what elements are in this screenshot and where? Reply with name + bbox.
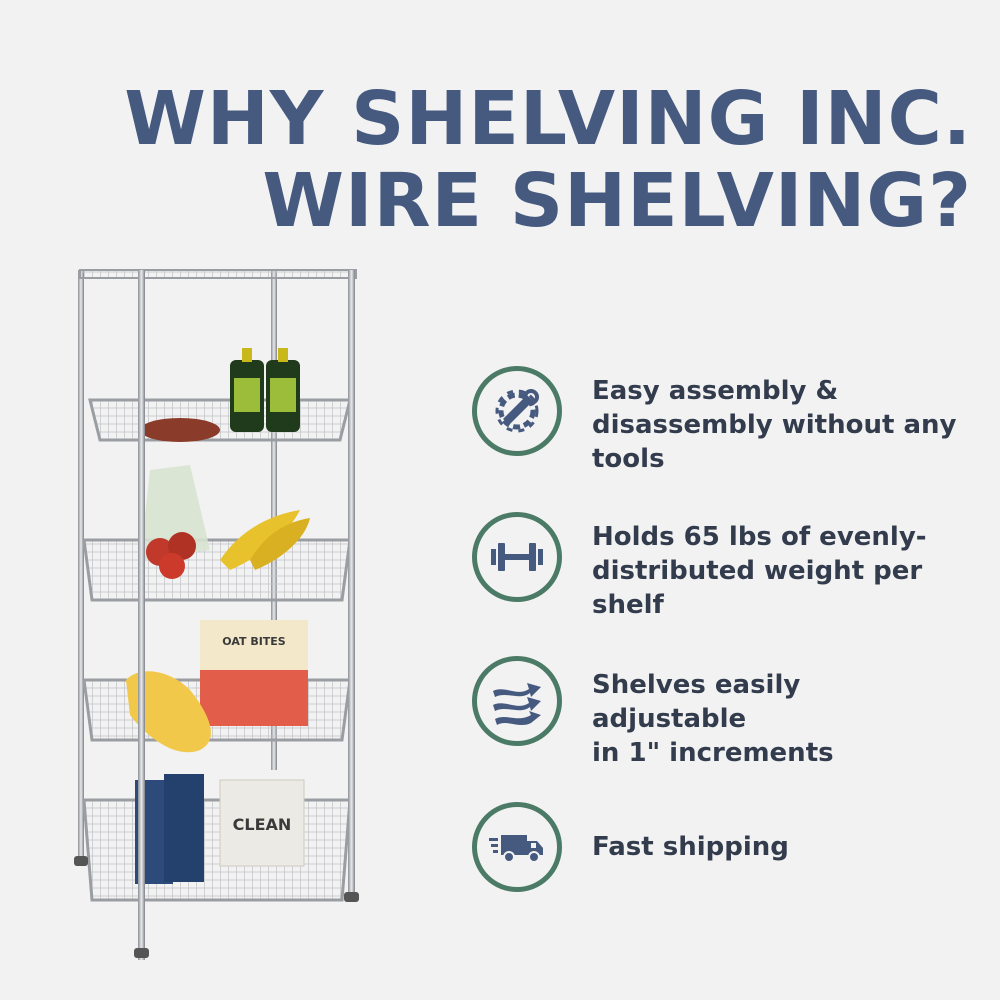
wire-shelving-unit-image: OAT BITES CLEAN	[74, 269, 359, 960]
feature-icon-ring	[472, 656, 562, 746]
feature-fast-shipping: Fast shipping	[470, 796, 970, 906]
headline-line-2: WIRE SHELVING?	[262, 158, 972, 244]
oat-bites-box-label: OAT BITES	[222, 635, 286, 648]
feature-line: tools	[592, 444, 665, 474]
dumbbell-icon	[491, 543, 543, 571]
feature-text: Holds 65 lbs of evenly- distributed weig…	[592, 520, 962, 622]
feature-line: Easy assembly &	[592, 376, 839, 406]
headline-line-1: WHY SHELVING INC.	[124, 76, 972, 162]
feature-easy-assembly: Easy assembly & disassembly without any …	[470, 360, 970, 474]
feature-line: in 1" increments	[592, 738, 834, 768]
feature-line: disassembly without any	[592, 410, 957, 440]
feature-line: distributed weight per	[592, 556, 923, 586]
feature-line: shelf	[592, 590, 664, 620]
feature-icon-ring	[472, 512, 562, 602]
delivery-truck-icon	[489, 835, 543, 863]
adjust-arrows-icon	[493, 683, 541, 725]
feature-icon-ring	[472, 366, 562, 456]
feature-line: Fast shipping	[592, 832, 789, 862]
feature-line: Shelves easily adjustable	[592, 670, 801, 734]
wrench-gear-icon	[495, 389, 539, 433]
feature-icon-ring	[472, 802, 562, 892]
feature-line: Holds 65 lbs of evenly-	[592, 522, 927, 552]
clean-box-label: CLEAN	[233, 815, 292, 834]
feature-adjustable: Shelves easily adjustable in 1" incremen…	[470, 650, 970, 768]
feature-text: Shelves easily adjustable in 1" incremen…	[592, 668, 962, 770]
feature-weight-capacity: Holds 65 lbs of evenly- distributed weig…	[470, 506, 970, 620]
feature-text: Fast shipping	[592, 830, 962, 864]
feature-text: Easy assembly & disassembly without any …	[592, 374, 962, 476]
headline: WHY SHELVING INC. WIRE SHELVING?	[12, 78, 972, 242]
